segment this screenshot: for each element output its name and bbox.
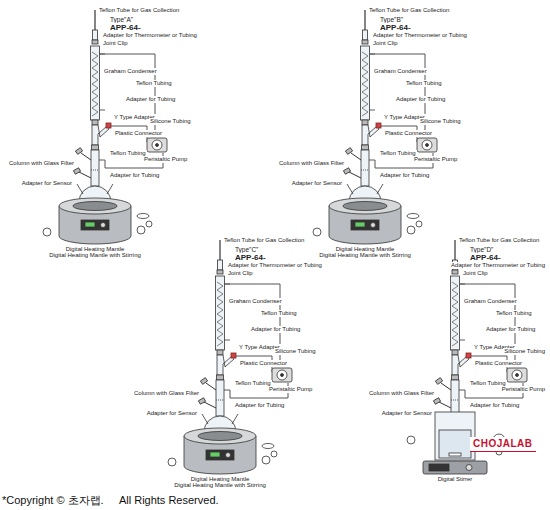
part-label: Adapter for Sensor	[146, 410, 198, 417]
part-label: Adapter for Tubing	[395, 96, 446, 103]
part-label: Digital Heating Mantle with Stirring	[48, 252, 142, 259]
part-label: Plastic Connector	[114, 130, 163, 137]
part-label: Column with Glass Filter	[278, 160, 345, 167]
part-label: Graham Condenser	[228, 298, 283, 305]
part-label: Peristaltic Pump	[413, 156, 458, 163]
part-label: Teflon Tubing	[260, 310, 298, 317]
part-label: Adapter for Tubing	[234, 402, 285, 409]
part-label: APP-64-	[379, 23, 412, 32]
part-label: Teflon Tubing	[135, 80, 173, 87]
part-label: Silicone Tubing	[149, 118, 192, 125]
part-label: Adapter for Tubing	[250, 326, 301, 333]
part-label: Graham Condenser	[103, 68, 158, 75]
logo-box: CHOJALAB	[470, 437, 536, 452]
part-label: Plastic Connector	[239, 360, 288, 367]
part-label: Digital Stirrer	[437, 476, 474, 483]
part-label: Teflon Tube for Gas Collection	[98, 7, 180, 14]
part-label: Silicone Tubing	[503, 348, 546, 355]
part-label: Peristaltic Pump	[143, 156, 188, 163]
part-label: Teflon Tubing	[495, 310, 533, 317]
part-label: APP-64-	[109, 23, 142, 32]
part-label: Column with Glass Filter	[133, 390, 200, 397]
part-label: Graham Condenser	[463, 298, 518, 305]
part-label: Adapter for Thermometer or Tubing	[102, 32, 198, 39]
part-label: Teflon Tubing	[379, 150, 417, 157]
part-label: Digital Heating Mantle with Stirring	[318, 252, 412, 259]
part-label: Adapter for Sensor	[291, 180, 343, 187]
part-label: Teflon Tube for Gas Collection	[458, 237, 540, 244]
part-label: Peristaltic Pump	[501, 386, 546, 393]
part-label: Teflon Tube for Gas Collection	[368, 7, 450, 14]
part-label: Adapter for Tubing	[125, 96, 176, 103]
part-label: Peristaltic Pump	[268, 386, 313, 393]
part-label: Adapter for Thermometer or Tubing	[372, 32, 468, 39]
part-label: Adapter for Sensor	[381, 410, 433, 417]
part-label: Silicone Tubing	[274, 348, 317, 355]
part-label: Joint Clip	[102, 40, 129, 47]
part-label: Adapter for Tubing	[469, 402, 520, 409]
part-label: Adapter for Thermometer or Tubing	[227, 262, 323, 269]
part-label: Adapter for Thermometer or Tubing	[450, 262, 546, 269]
part-label: Teflon Tubing	[109, 150, 147, 157]
part-label: Teflon Tube for Gas Collection	[223, 237, 305, 244]
part-label: Teflon Tubing	[234, 380, 272, 387]
part-label: Teflon Tubing	[405, 80, 443, 87]
part-label: Joint Clip	[462, 270, 489, 277]
part-label: Graham Condenser	[373, 68, 428, 75]
part-label: Column with Glass Filter	[8, 160, 75, 167]
part-label: APP-64-	[234, 253, 267, 262]
part-label: Plastic Connector	[474, 360, 523, 367]
part-label: Plastic Connector	[384, 130, 433, 137]
copyright-caption: *Copyright © 초자랩. All Rights Reserved.	[2, 494, 219, 507]
part-label: Digital Heating Mantle with Stirring	[173, 482, 267, 489]
part-label: Silicone Tubing	[419, 118, 462, 125]
part-label: Column with Glass Filter	[368, 390, 435, 397]
part-label: Adapter for Tubing	[485, 326, 536, 333]
part-label: Adapter for Tubing	[109, 172, 160, 179]
part-label: Adapter for Sensor	[21, 180, 73, 187]
part-label: Joint Clip	[227, 270, 254, 277]
part-label: APP-64-	[469, 253, 502, 262]
part-label: Joint Clip	[372, 40, 399, 47]
logo-text: CHOJALAB	[473, 438, 533, 450]
part-label: Adapter for Tubing	[379, 172, 430, 179]
